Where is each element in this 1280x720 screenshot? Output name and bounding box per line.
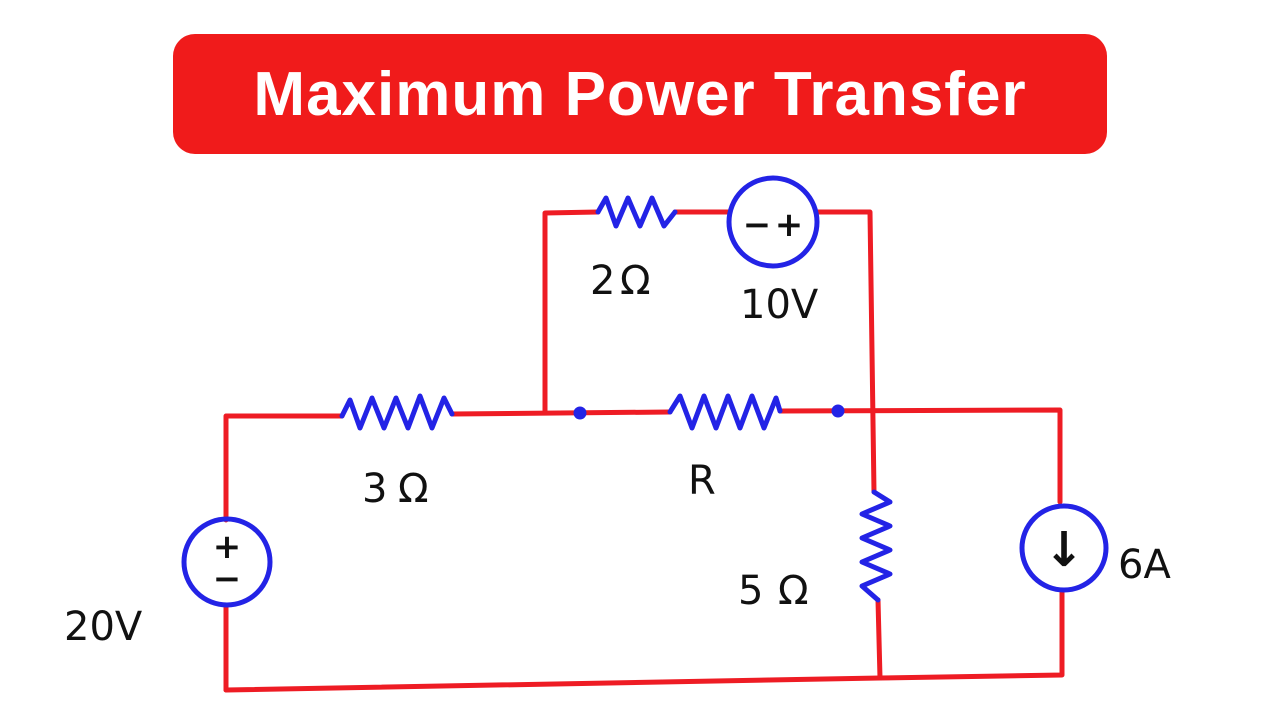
source-10v-plus: + (775, 205, 804, 245)
source-10v-minus: − (743, 205, 772, 245)
resistor-5ohm (859, 489, 893, 603)
wire-left-top (223, 413, 345, 523)
label-20v: 20V (64, 604, 143, 650)
label-3ohm-unit: Ω (398, 466, 429, 512)
wire-top-left (542, 209, 601, 415)
voltage-source-20v (181, 516, 273, 608)
label-3ohm-value: 3 (362, 466, 387, 512)
label-6a: 6A (1118, 542, 1171, 588)
node-dot-left (573, 406, 587, 420)
voltage-source-10v (726, 175, 820, 269)
label-2ohm-unit: Ω (620, 258, 651, 304)
label-R: R (688, 458, 716, 504)
wire-mid-left (449, 409, 673, 417)
source-20v-minus: − (213, 559, 242, 599)
node-dot-right (831, 404, 845, 418)
label-10v: 10V (740, 282, 819, 328)
label-5ohm-unit: Ω (778, 568, 809, 614)
resistor-2ohm (595, 195, 678, 229)
components (181, 175, 1109, 608)
wire-top-right (815, 209, 877, 495)
resistor-R (667, 393, 783, 431)
wire-5ohm-bottom (875, 597, 883, 681)
current-source-6a (1019, 503, 1109, 593)
wire-bottom (223, 589, 1065, 693)
label-5ohm-value: 5 (738, 568, 763, 614)
page-title: Maximum Power Transfer (253, 59, 1027, 129)
label-2ohm-value: 2 (590, 258, 615, 304)
wire-mid-right (777, 407, 1063, 505)
title-banner: Maximum Power Transfer (173, 34, 1107, 154)
source-20v-plus: + (213, 527, 242, 567)
current-arrow-icon: ↓ (1044, 522, 1084, 578)
resistor-3ohm (339, 393, 455, 431)
wires (223, 209, 1065, 693)
